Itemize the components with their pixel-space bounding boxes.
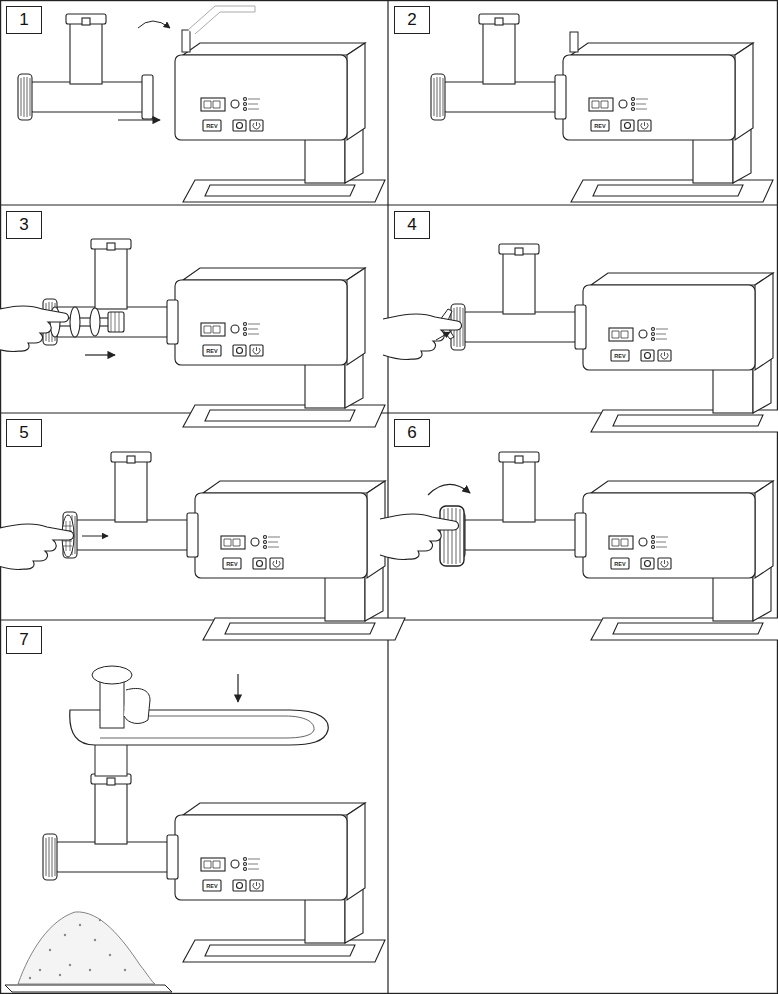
- minced-meat: [18, 912, 155, 984]
- hand: [0, 524, 74, 570]
- lock-lever: [182, 30, 190, 52]
- hand: [0, 306, 69, 352]
- grinder-head: [43, 239, 178, 345]
- grinder-head: [431, 14, 566, 120]
- auger-gear: [108, 312, 124, 332]
- food-pusher: [100, 678, 124, 728]
- hand: [124, 688, 150, 723]
- auger-flight: [90, 308, 100, 336]
- meat-texture: [29, 919, 126, 979]
- grid-line: [387, 0, 388, 994]
- machine-body: [583, 481, 778, 640]
- grinder-head: [451, 452, 586, 558]
- step-number-box: 7: [6, 626, 42, 654]
- drawing-part: [59, 974, 61, 976]
- pusher-top: [92, 666, 132, 684]
- step-number-box: 3: [6, 211, 42, 239]
- button-label: REV: [611, 350, 629, 361]
- push-arrow: [118, 119, 160, 120]
- machine-body: [175, 268, 385, 427]
- ring-nut-large: [440, 506, 464, 566]
- button-label: REV: [203, 345, 221, 356]
- panel-illustration: [380, 452, 778, 640]
- lever-ghost: [188, 6, 255, 34]
- drawing-part: [89, 969, 91, 971]
- grid-line: [0, 204, 778, 205]
- step-number: 5: [19, 423, 28, 443]
- panel-illustration: [0, 452, 405, 640]
- drawing-part: [64, 934, 66, 936]
- drawing-part: [79, 924, 81, 926]
- step-number: 3: [19, 215, 28, 235]
- drawing-part: [39, 969, 41, 971]
- machine-body: [175, 43, 385, 202]
- drawing-part: [94, 939, 96, 941]
- turn-arrow: [428, 484, 470, 495]
- auger-flight: [70, 307, 80, 337]
- step-number: 4: [407, 215, 416, 235]
- button-label: REV: [203, 120, 221, 131]
- machine-body: [175, 803, 385, 962]
- step-number-box: 1: [6, 6, 42, 34]
- grinder-head: [43, 774, 178, 880]
- drawing-part: [69, 964, 71, 966]
- gear-teeth: [111, 312, 119, 332]
- step-number-box: 6: [394, 419, 430, 447]
- panel-illustration: [383, 244, 778, 432]
- drawing-part: [124, 969, 126, 971]
- panel-illustration: [5, 666, 385, 992]
- step-number: 6: [407, 423, 416, 443]
- step-number-box: 5: [6, 419, 42, 447]
- step-number: 7: [19, 630, 28, 650]
- step-number-box: 4: [394, 211, 430, 239]
- button-label: REV: [611, 558, 629, 569]
- push-arrow: [436, 332, 450, 340]
- panel-illustration: [431, 14, 773, 202]
- panel-illustration: [18, 6, 385, 202]
- plate: [5, 985, 172, 992]
- step-number: 1: [19, 10, 28, 30]
- button-label: REV: [223, 558, 241, 569]
- push-arrow: [85, 354, 115, 355]
- drawing-part: [99, 919, 101, 921]
- button-label: REV: [203, 880, 221, 891]
- drawing-part: [49, 949, 51, 951]
- machine-body: [563, 43, 773, 202]
- grinder-head: [63, 452, 198, 558]
- ring-grip: [444, 508, 460, 564]
- step-number: 2: [407, 10, 416, 30]
- machine-body: [195, 481, 405, 640]
- step-number-box: 2: [394, 6, 430, 34]
- machine-body: [583, 273, 778, 432]
- lock-lever: [570, 32, 578, 52]
- grinder-head: [451, 244, 586, 350]
- hand: [383, 314, 462, 360]
- push-arrow: [82, 536, 108, 537]
- push-arrow: [237, 674, 238, 702]
- hand: [380, 514, 459, 560]
- panel-illustration: [0, 239, 385, 427]
- turn-arrow: [138, 21, 170, 28]
- drawing-part: [29, 977, 31, 979]
- drawing-part: [109, 954, 111, 956]
- button-label: REV: [591, 120, 609, 131]
